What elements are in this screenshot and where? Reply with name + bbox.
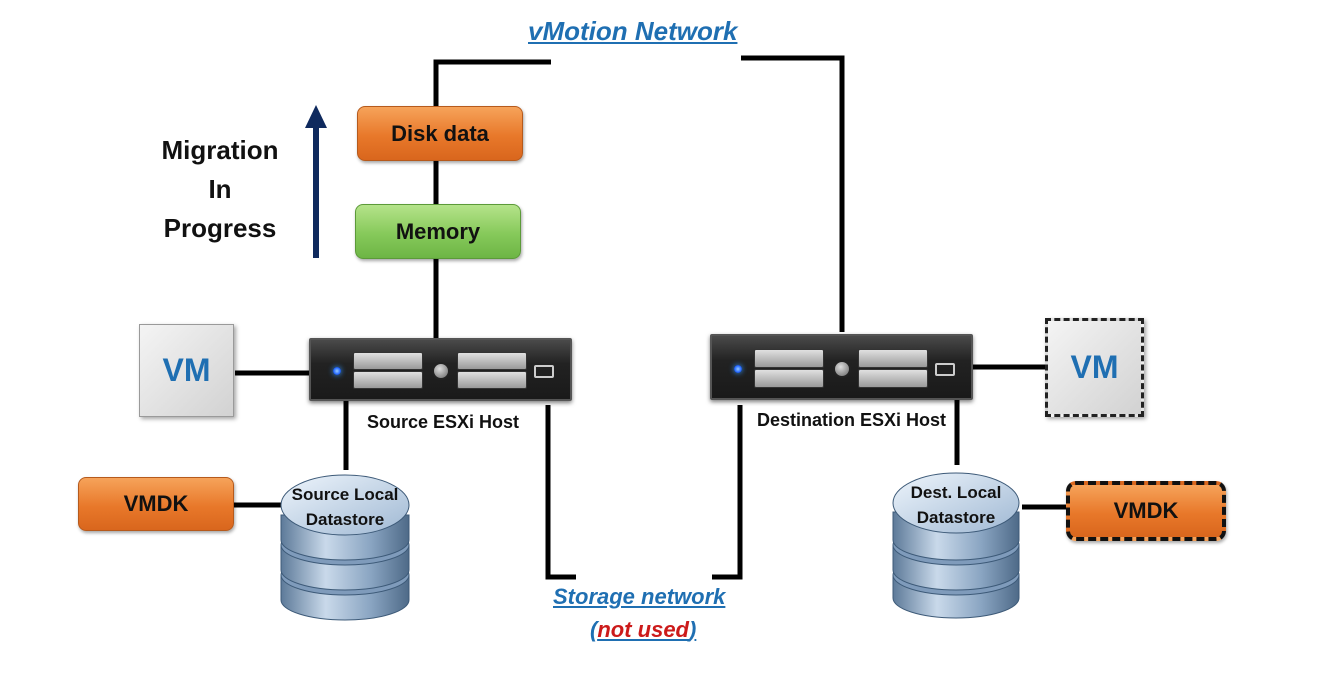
not-used-label: not used bbox=[597, 617, 689, 642]
drive-bay-icon bbox=[858, 369, 928, 388]
drive-bay-icon bbox=[754, 369, 824, 388]
memory-packet: Memory bbox=[355, 204, 521, 259]
storage-network-line bbox=[545, 405, 743, 580]
source-esxi-host-icon bbox=[309, 338, 572, 401]
destination-esxi-host-icon bbox=[710, 334, 973, 400]
drive-bay-icon bbox=[754, 349, 824, 368]
migration-status-line3: Progress bbox=[163, 213, 277, 243]
destination-vmdk: VMDK bbox=[1066, 481, 1226, 541]
power-led-icon bbox=[333, 367, 341, 375]
storage-network-status: (not used) bbox=[590, 617, 696, 643]
migration-arrow-icon bbox=[305, 105, 327, 258]
source-datastore-icon bbox=[280, 474, 410, 621]
destination-wires bbox=[954, 364, 1068, 510]
source-wires bbox=[234, 370, 349, 508]
source-datastore-label: Source Local Datastore bbox=[275, 482, 415, 532]
storage-network-label: Storage network bbox=[553, 584, 726, 609]
vmotion-network-label: vMotion Network bbox=[528, 16, 738, 46]
source-vmdk: VMDK bbox=[78, 477, 234, 531]
source-datastore-label-line2: Datastore bbox=[305, 510, 385, 529]
source-vm: VM bbox=[139, 324, 234, 417]
disk-data-packet: Disk data bbox=[357, 106, 523, 161]
drive-bay-icon bbox=[457, 371, 527, 389]
power-led-icon bbox=[734, 365, 742, 373]
destination-vm: VM bbox=[1045, 318, 1144, 417]
power-button-icon bbox=[833, 360, 851, 378]
destination-datastore-label: Dest. Local Datastore bbox=[886, 480, 1026, 530]
port-icon bbox=[935, 363, 955, 376]
drive-bay-icon bbox=[353, 371, 423, 389]
vmotion-network-line bbox=[433, 55, 845, 340]
status-paren-open: ( bbox=[590, 617, 598, 642]
power-button-icon bbox=[432, 362, 450, 380]
migration-status-text: Migration In Progress bbox=[135, 131, 305, 248]
source-esxi-host-label: Source ESXi Host bbox=[367, 412, 520, 432]
destination-datastore-label-line2: Datastore bbox=[916, 508, 996, 527]
source-datastore-label-line1: Source Local bbox=[291, 485, 399, 504]
status-paren-close: ) bbox=[689, 617, 697, 642]
drive-bay-icon bbox=[457, 352, 527, 370]
drive-bay-icon bbox=[353, 352, 423, 370]
drive-bay-icon bbox=[858, 349, 928, 368]
destination-esxi-host-label: Destination ESXi Host bbox=[757, 410, 947, 430]
migration-status-line2: In bbox=[208, 174, 232, 204]
destination-datastore-icon bbox=[892, 472, 1020, 619]
port-icon bbox=[534, 365, 554, 378]
migration-status-line1: Migration bbox=[161, 135, 279, 165]
destination-datastore-label-line1: Dest. Local bbox=[910, 483, 1002, 502]
